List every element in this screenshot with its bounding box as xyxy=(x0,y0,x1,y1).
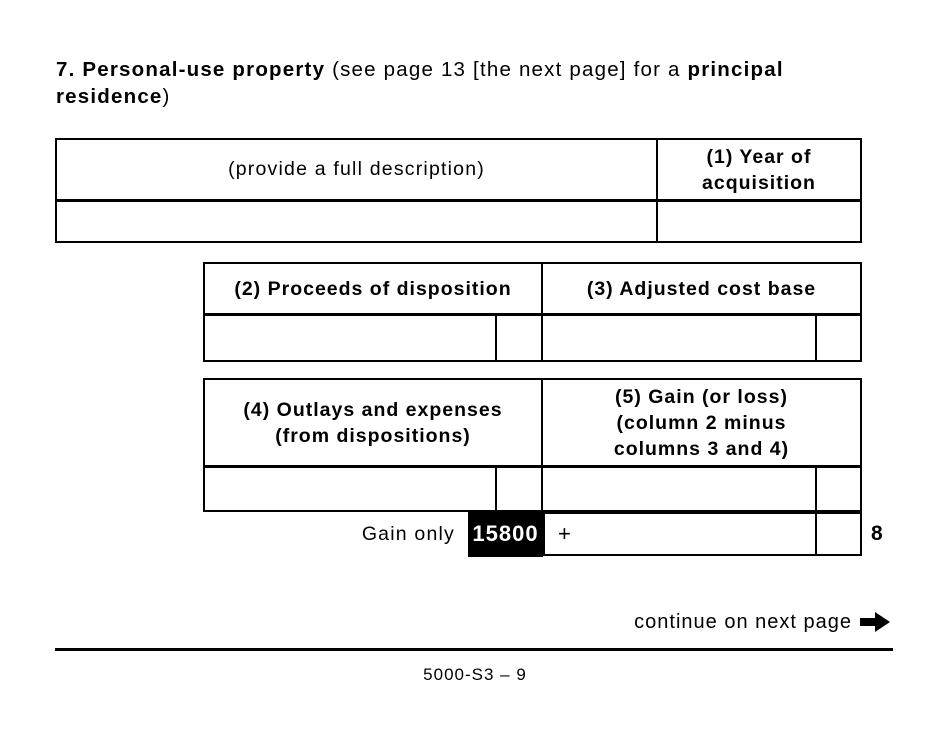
title-see-page-note: (see page 13 [the next page] for a xyxy=(325,58,688,81)
form-line-number-8: 8 xyxy=(871,522,883,545)
title-principal-word: principal xyxy=(687,58,784,81)
proceeds-amount-cell[interactable] xyxy=(205,316,495,360)
plus-sign: + xyxy=(558,521,571,546)
gain-loss-cents-cell[interactable] xyxy=(815,468,860,510)
adjusted-cost-base-cents-cell[interactable] xyxy=(815,316,860,360)
continue-note: continue on next page xyxy=(0,608,890,636)
gain-total-cents-cell[interactable] xyxy=(815,514,860,554)
proceeds-header-cell: (2) Proceeds of disposition xyxy=(205,264,543,313)
outlays-table: (4) Outlays and expenses (from dispositi… xyxy=(203,378,862,512)
gain-only-label: Gain only xyxy=(361,523,455,545)
outlays-header-cell: (4) Outlays and expenses (from dispositi… xyxy=(205,380,543,465)
page-title-line-1: 7. Personal-use property (see page 13 [t… xyxy=(56,56,896,83)
description-table-header-row: (provide a full description) (1) Year of… xyxy=(57,140,860,202)
year-of-acquisition-header-cell: (1) Year of acquisition xyxy=(702,145,816,194)
outlays-table-input-row xyxy=(205,468,860,510)
proceeds-table: (2) Proceeds of disposition (3) Adjusted… xyxy=(203,262,862,362)
gain-loss-amount-cell[interactable] xyxy=(543,468,815,510)
title-residence-word: residence xyxy=(56,85,163,108)
footer-divider-rule xyxy=(55,648,893,651)
description-input-cell[interactable] xyxy=(57,202,658,243)
proceeds-table-input-row xyxy=(205,316,860,360)
description-header-cell: (provide a full description) xyxy=(57,140,658,199)
gain-total-cell[interactable]: + xyxy=(543,512,862,556)
page-title-line-2: residence) xyxy=(56,83,896,110)
outlays-cents-cell[interactable] xyxy=(495,468,543,510)
continue-note-text: continue on next page xyxy=(634,610,852,633)
gain-loss-header-cell: (5) Gain (or loss) (column 2 minus colum… xyxy=(613,385,790,460)
continue-arrow-icon xyxy=(860,611,890,633)
adjusted-cost-base-header-cell: (3) Adjusted cost base xyxy=(586,277,817,300)
page-title: 7. Personal-use property (see page 13 [t… xyxy=(56,56,896,110)
gain-amount-value-box[interactable]: 15800 xyxy=(468,510,543,557)
title-section-number-and-name: 7. Personal-use property xyxy=(56,58,326,81)
footer-page-code: 5000-S3 – 9 xyxy=(423,665,527,684)
proceeds-cents-cell[interactable] xyxy=(495,316,543,360)
proceeds-table-header-row: (2) Proceeds of disposition (3) Adjusted… xyxy=(205,264,860,316)
year-input-cell[interactable] xyxy=(658,202,860,243)
outlays-table-header-row: (4) Outlays and expenses (from dispositi… xyxy=(205,380,860,468)
description-table: (provide a full description) (1) Year of… xyxy=(55,138,862,243)
title-close-paren: ) xyxy=(162,85,171,108)
outlays-amount-cell[interactable] xyxy=(205,468,495,510)
adjusted-cost-base-amount-cell[interactable] xyxy=(543,316,815,360)
description-table-input-row xyxy=(57,202,860,243)
